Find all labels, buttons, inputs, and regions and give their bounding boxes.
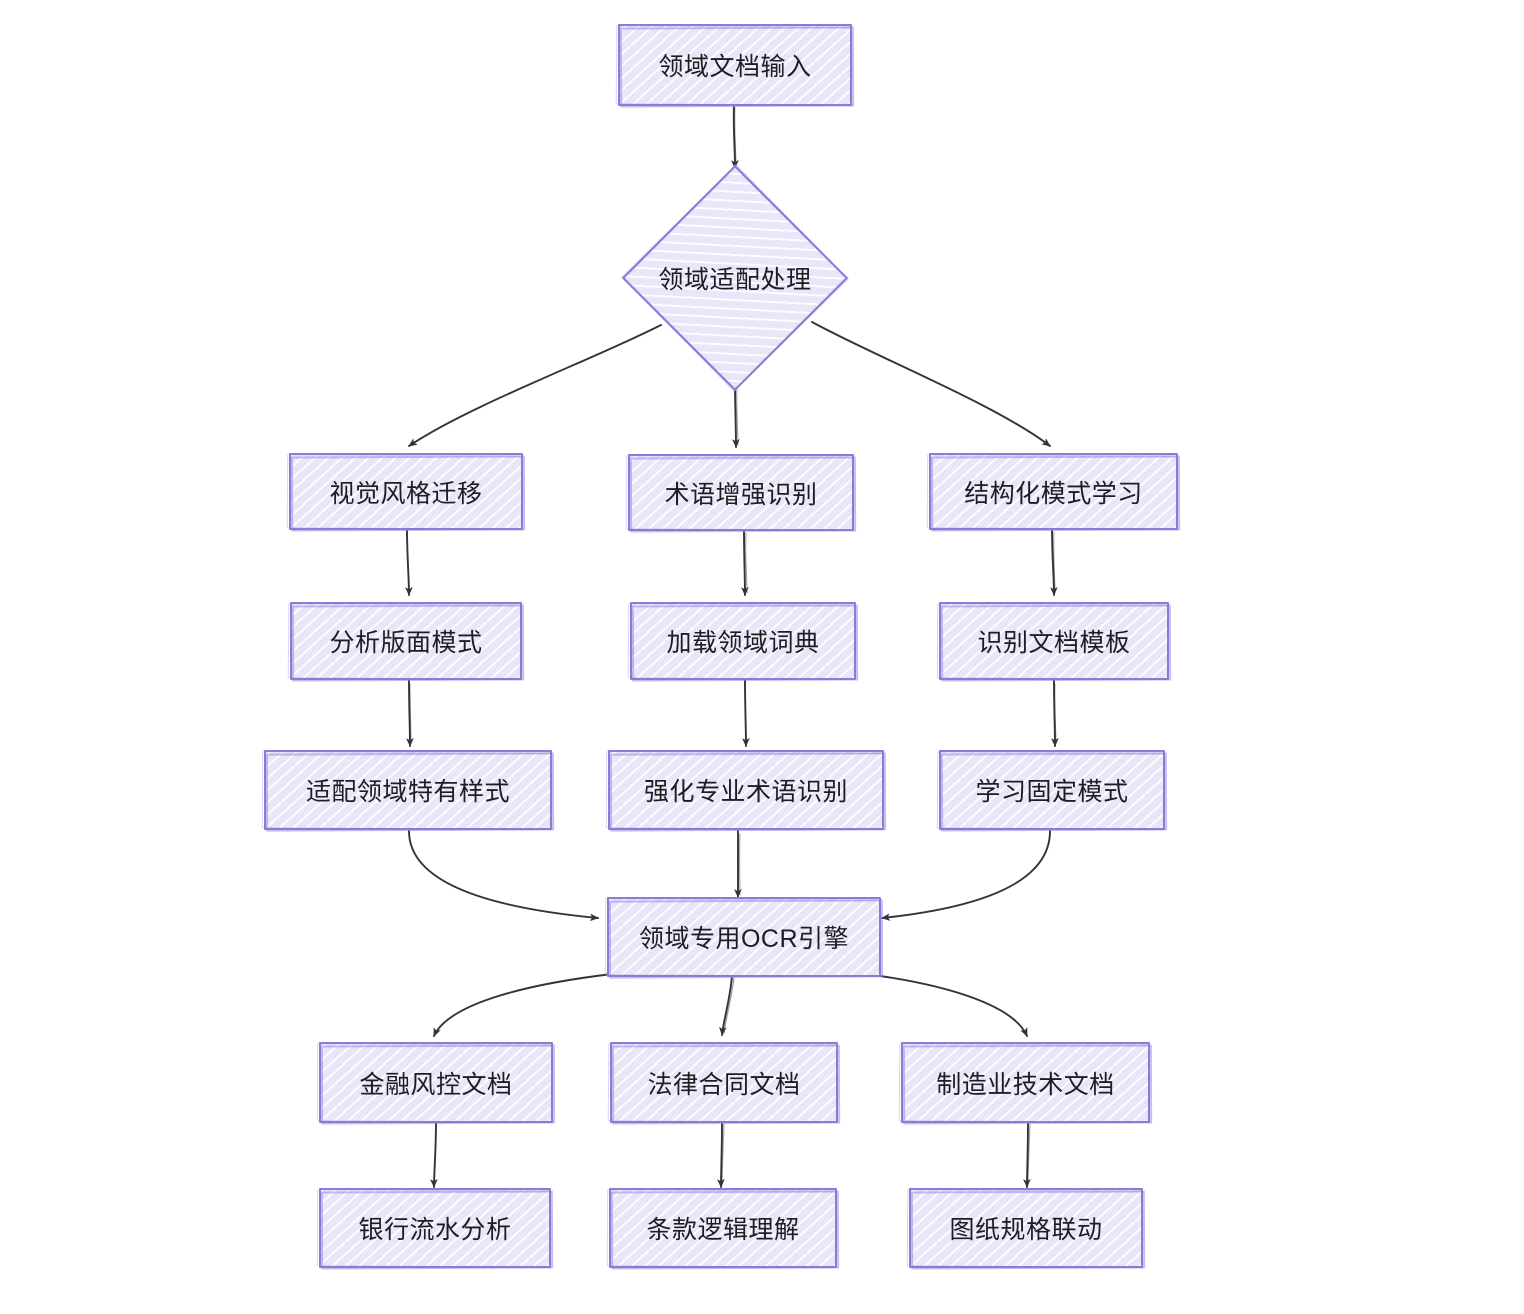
edge-layout-style [406,679,414,747]
node-doc-legal-label: 法律合同文档 [647,1070,801,1099]
node-shape [607,1042,841,1125]
node-shape [625,454,857,533]
node-shape [606,1188,840,1270]
edge-dict-term [742,679,750,747]
node-shape [936,602,1172,682]
edge-legal-clause [717,1120,725,1188]
node-input[interactable]: 领域文档输入 [615,24,855,108]
node-engine-label: 领域专用OCR引擎 [638,925,850,953]
node-app-clause-label: 条款逻辑理解 [646,1216,800,1244]
node-step-template[interactable]: 识别文档模板 [936,602,1172,682]
edge-template-pattern [1051,679,1059,747]
node-shape [286,453,526,532]
node-result-term[interactable]: 强化专业术语识别 [605,750,887,832]
edge-decision-term [732,382,740,448]
node-shape [316,1042,556,1125]
node-shape [627,602,859,682]
node-step-dict-label: 加载领域词典 [666,629,820,657]
node-branch-term[interactable]: 术语增强识别 [625,454,857,533]
edge-term-dict [741,528,749,596]
node-doc-legal[interactable]: 法律合同文档 [607,1042,841,1125]
node-result-style-label: 适配领域特有样式 [305,778,510,806]
node-result-pattern-label: 学习固定模式 [975,778,1129,806]
edge-engine-manufacturing [865,973,1028,1037]
node-step-dict[interactable]: 加载领域词典 [627,602,859,682]
node-shape [615,24,855,108]
node-doc-manufacturing[interactable]: 制造业技术文档 [898,1042,1153,1125]
edge-finance-bank [430,1120,438,1188]
node-branch-visual[interactable]: 视觉风格迁移 [286,453,526,532]
node-shape [261,750,555,832]
node-app-bank[interactable]: 银行流水分析 [316,1188,554,1270]
node-doc-manufacturing-label: 制造业技术文档 [936,1070,1115,1099]
node-shape [926,453,1181,532]
node-engine[interactable]: 领域专用OCR引擎 [604,897,884,979]
node-decision-label: 领域适配处理 [658,266,812,294]
node-shape [287,602,525,682]
node-result-pattern[interactable]: 学习固定模式 [936,750,1168,832]
node-step-layout-label: 分析版面模式 [329,629,483,657]
edge-pattern-engine [881,830,1051,921]
node-app-drawing-label: 图纸规格联动 [949,1216,1103,1244]
edge-engine-finance [433,973,613,1037]
node-step-template-label: 识别文档模板 [977,629,1131,657]
node-shape [936,750,1168,832]
node-doc-finance[interactable]: 金融风控文档 [316,1042,556,1125]
edge-decision-visual [408,324,662,447]
node-step-layout[interactable]: 分析版面模式 [287,602,525,682]
node-input-label: 领域文档输入 [658,53,812,81]
node-shape [906,1188,1146,1270]
edge-engine-legal [719,975,733,1036]
edge-visual-layout [405,527,413,596]
node-branch-term-label: 术语增强识别 [664,480,818,509]
node-branch-struct[interactable]: 结构化模式学习 [926,453,1181,532]
node-app-drawing[interactable]: 图纸规格联动 [906,1188,1146,1270]
edge-manufacturing-drawing [1023,1120,1031,1188]
node-doc-finance-label: 金融风控文档 [359,1070,513,1099]
node-branch-visual-label: 视觉风格迁移 [329,479,483,508]
edge-decision-struct [811,321,1051,447]
edge-struct-template [1050,527,1058,596]
edge-input-decision [731,103,739,169]
node-result-style[interactable]: 适配领域特有样式 [261,750,555,832]
node-branch-struct-label: 结构化模式学习 [964,479,1143,508]
node-shape [316,1188,554,1270]
edge-style-engine [408,830,599,922]
node-shape [604,897,884,979]
node-shape [898,1042,1153,1125]
node-app-clause[interactable]: 条款逻辑理解 [606,1188,840,1270]
node-shape [605,750,887,832]
node-decision[interactable]: 领域适配处理 [621,164,849,392]
node-result-term-label: 强化专业术语识别 [643,778,848,806]
node-app-bank-label: 银行流水分析 [358,1216,512,1244]
